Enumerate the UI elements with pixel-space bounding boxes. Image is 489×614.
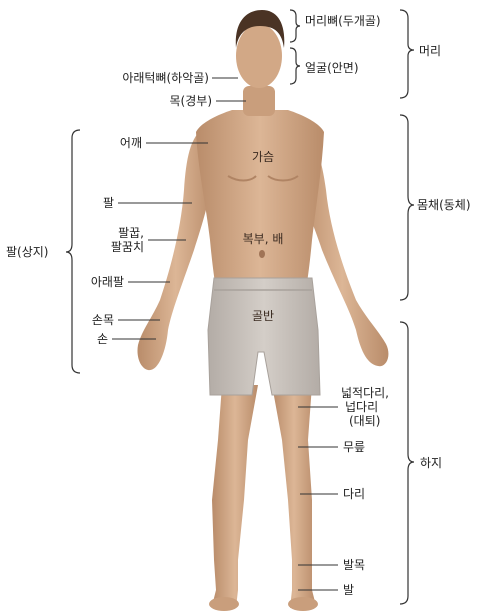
label-hand: 손 bbox=[70, 332, 108, 346]
label-neck: 목(경부) bbox=[120, 94, 212, 108]
label-elbow-1: 팔꿉, bbox=[70, 226, 144, 240]
label-forearm: 아래팔 bbox=[70, 275, 124, 289]
shorts bbox=[208, 278, 320, 395]
label-knee: 무릎 bbox=[343, 440, 365, 454]
label-abdomen: 복부, 배 bbox=[228, 232, 298, 246]
left-leg bbox=[212, 385, 258, 608]
label-trunk: 몸채(동체) bbox=[417, 198, 471, 212]
brace-trunk bbox=[400, 115, 414, 300]
torso bbox=[196, 110, 324, 290]
label-face: 얼굴(안면) bbox=[305, 61, 359, 75]
label-pelvis: 골반 bbox=[238, 309, 288, 323]
label-thigh-1: 넓적다리, bbox=[341, 386, 389, 400]
label-chest: 가슴 bbox=[238, 150, 288, 164]
label-wrist: 손목 bbox=[70, 313, 114, 327]
label-skull: 머리뼈(두개골) bbox=[305, 14, 381, 28]
label-elbow-2: 팔꿈치 bbox=[70, 240, 144, 254]
brace-head bbox=[400, 10, 414, 98]
label-thigh-3: (대퇴) bbox=[349, 414, 380, 428]
label-jaw: 아래턱뼈(하악골) bbox=[95, 71, 209, 85]
label-thigh-2: 넙다리 bbox=[345, 400, 378, 414]
label-leg: 다리 bbox=[343, 487, 365, 501]
label-arm: 팔 bbox=[80, 196, 114, 210]
left-foot bbox=[209, 597, 239, 611]
brace-face bbox=[290, 48, 300, 84]
label-upper-limb: 팔(상지) bbox=[6, 245, 48, 259]
label-lower-limb: 하지 bbox=[420, 456, 442, 470]
label-shoulder: 어깨 bbox=[100, 136, 142, 150]
brace-skull bbox=[290, 10, 300, 42]
right-foot bbox=[288, 597, 318, 611]
right-leg bbox=[272, 385, 316, 608]
navel bbox=[259, 250, 265, 258]
head bbox=[236, 24, 282, 88]
label-foot: 발 bbox=[343, 583, 354, 597]
label-ankle: 발목 bbox=[343, 558, 365, 572]
neck bbox=[243, 86, 275, 116]
brace-lower-limb bbox=[400, 322, 414, 604]
label-head: 머리 bbox=[419, 44, 441, 58]
